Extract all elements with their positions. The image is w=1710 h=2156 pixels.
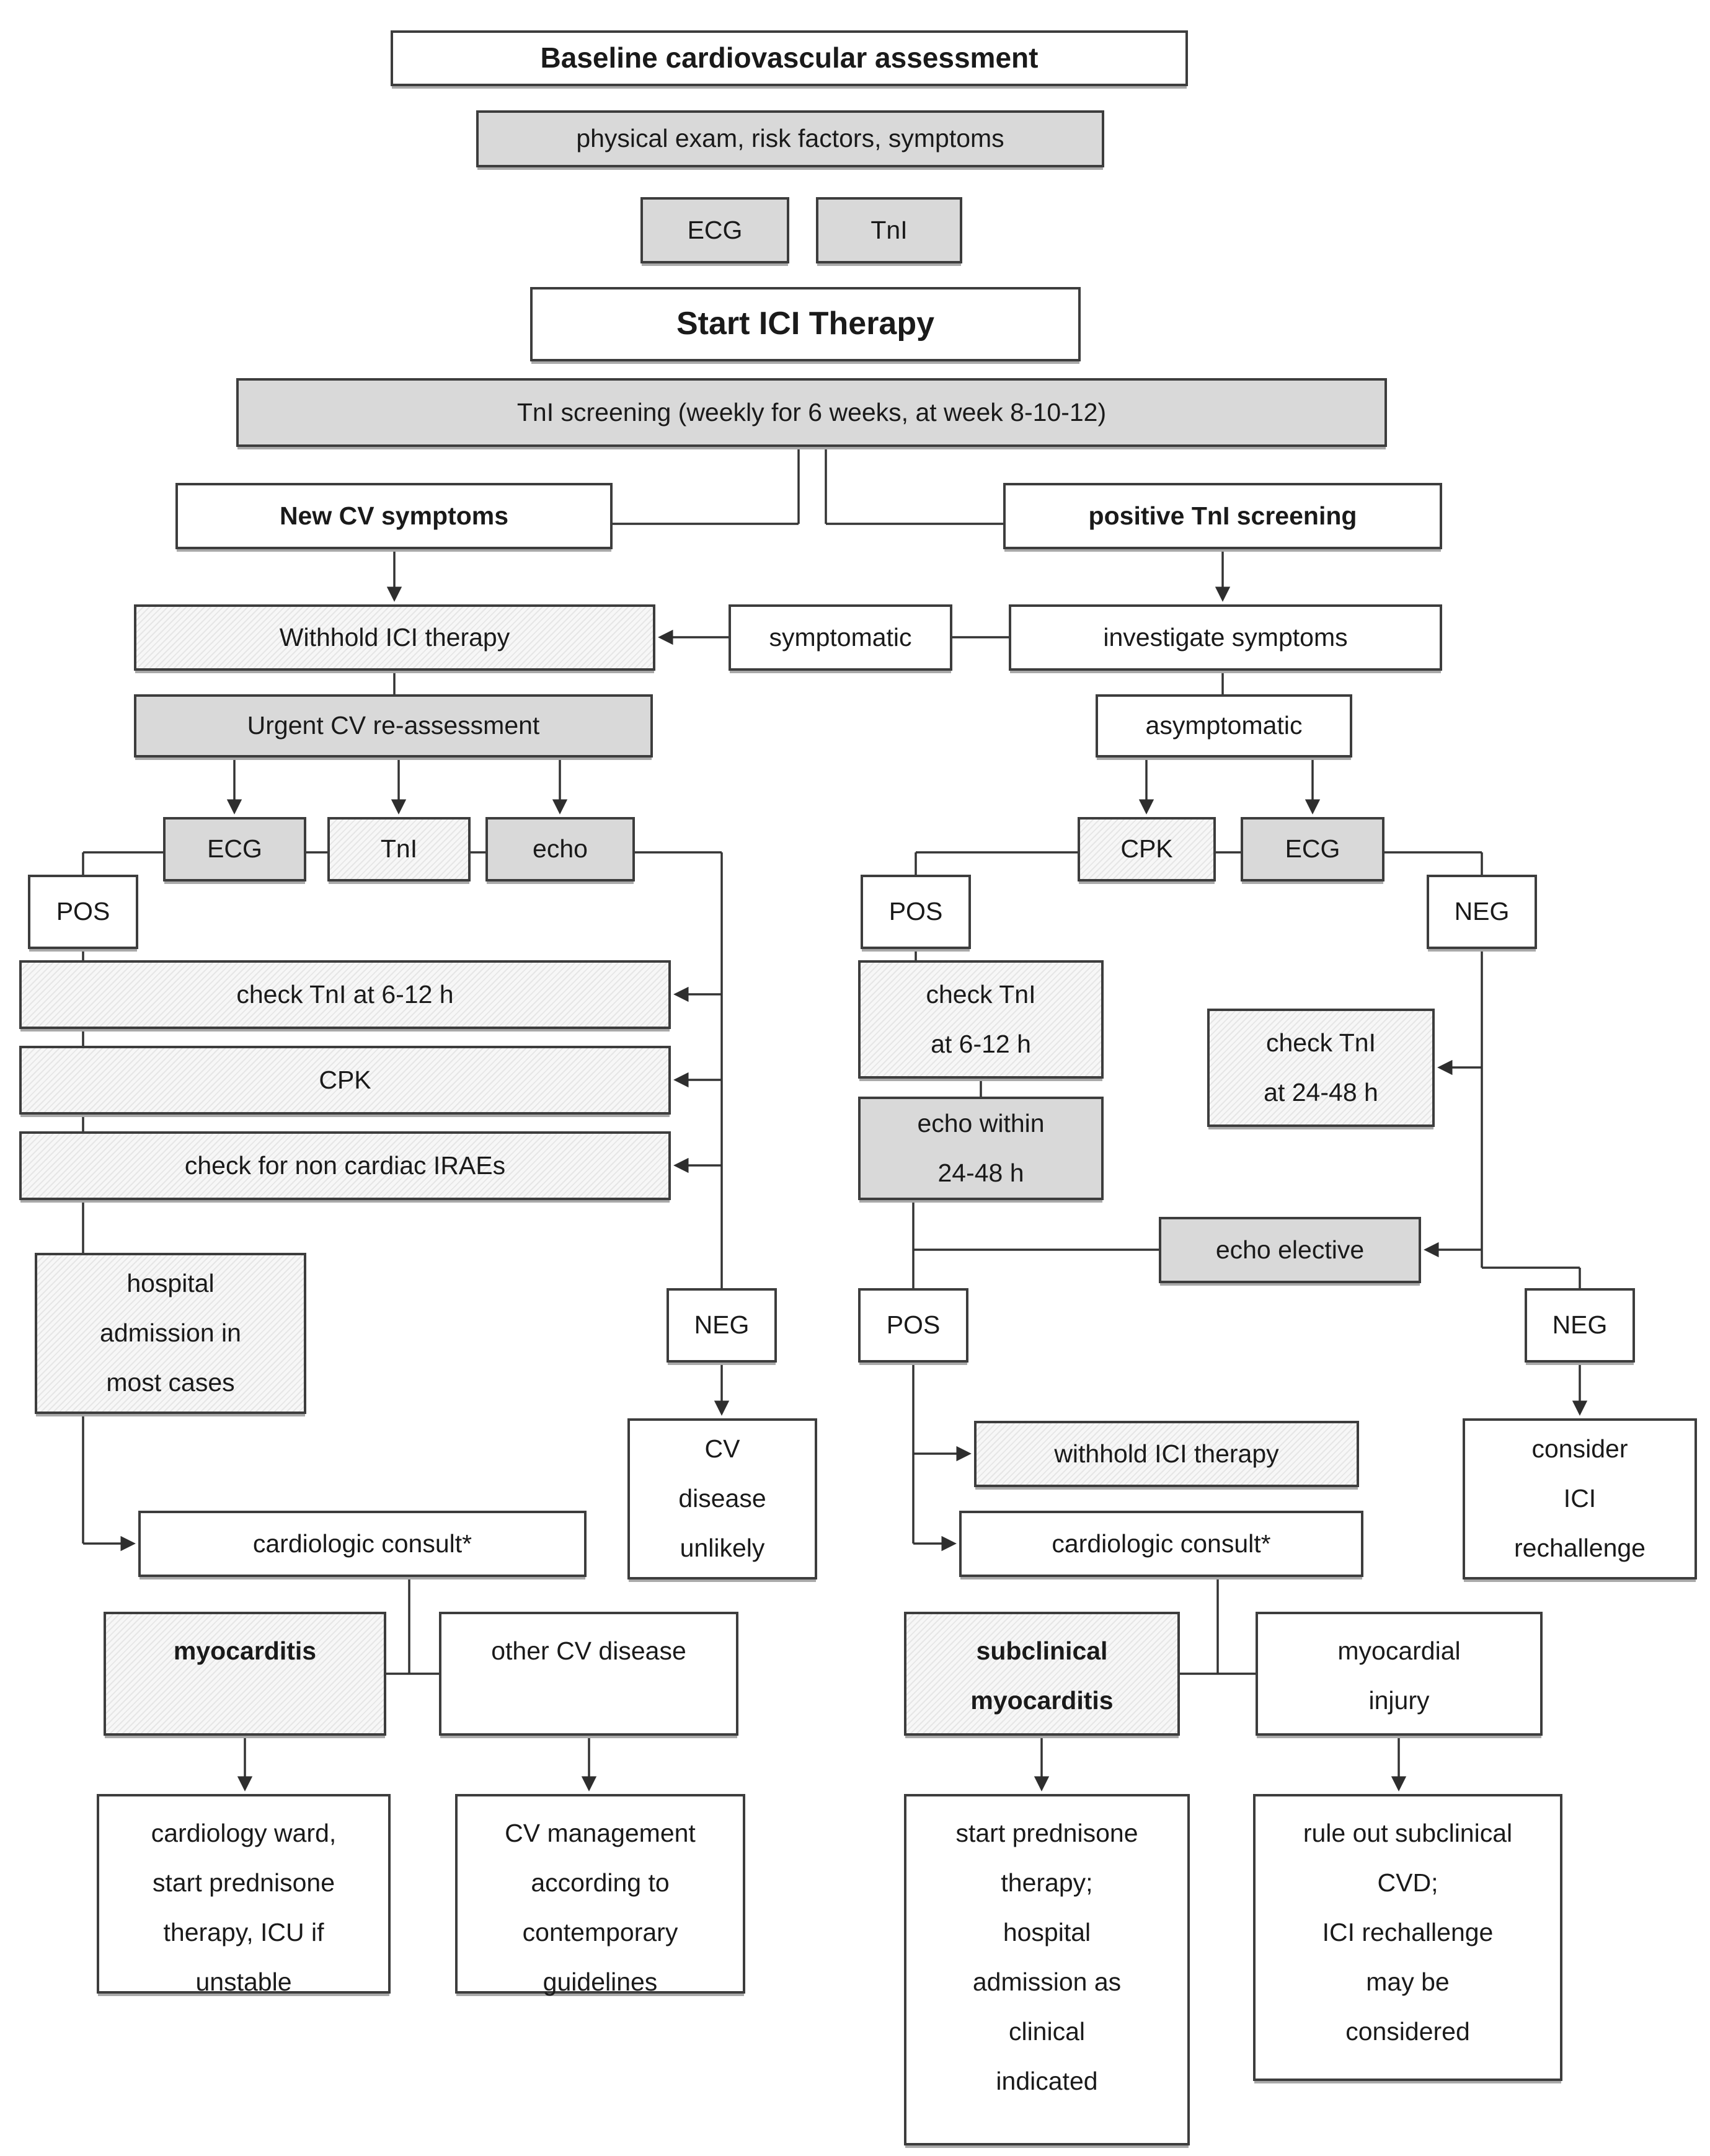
node-cpk-right: CPK	[1078, 817, 1216, 881]
node-positive-tni-screening: positive TnI screening	[1003, 483, 1442, 549]
node-urgent-cv-reassessment: Urgent CV re-assessment	[134, 694, 653, 758]
node-start-ici-therapy: Start ICI Therapy	[530, 287, 1081, 361]
node-ecg-left: ECG	[163, 817, 306, 881]
node-asymptomatic: asymptomatic	[1096, 694, 1352, 758]
node-pos-left: POS	[28, 875, 138, 949]
node-cardiology-ward: cardiology ward, start prednisone therap…	[97, 1794, 391, 1996]
node-new-cv-symptoms: New CV symptoms	[175, 483, 613, 549]
node-withhold-ici-therapy-right: withhold ICI therapy	[974, 1421, 1359, 1487]
node-ecg-right: ECG	[1241, 817, 1384, 881]
node-subclinical-myocarditis: subclinical myocarditis	[904, 1612, 1180, 1736]
node-physical-exam: physical exam, risk factors, symptoms	[476, 110, 1104, 167]
node-pos-lower: POS	[858, 1288, 968, 1363]
node-withhold-ici-therapy-left: Withhold ICI therapy	[134, 604, 655, 671]
node-consider-ici-rechallenge: consider ICI rechallenge	[1463, 1418, 1697, 1579]
node-other-cv-disease: other CV disease	[439, 1612, 738, 1736]
node-check-tni-6-12h-mid: check TnI at 6-12 h	[858, 960, 1104, 1079]
node-cv-management-guidelines: CV management according to contemporary …	[455, 1794, 745, 1996]
node-echo-within-24-48h: echo within 24-48 h	[858, 1097, 1104, 1200]
node-investigate-symptoms: investigate symptoms	[1009, 604, 1442, 671]
node-baseline-assessment: Baseline cardiovascular assessment	[391, 30, 1188, 86]
node-neg-left-mid: NEG	[667, 1288, 777, 1363]
node-check-tni-24-48h: check TnI at 24-48 h	[1207, 1009, 1435, 1127]
node-neg-right-lower: NEG	[1525, 1288, 1635, 1363]
node-cardiologic-consult-left: cardiologic consult*	[138, 1511, 587, 1577]
node-rule-out-subclinical-cvd: rule out subclinical CVD; ICI rechalleng…	[1253, 1794, 1562, 2081]
node-myocardial-injury: myocardial injury	[1256, 1612, 1543, 1736]
node-myocarditis: myocarditis	[104, 1612, 386, 1736]
node-tni-left: TnI	[327, 817, 471, 881]
node-ecg-baseline: ECG	[640, 197, 789, 263]
node-echo-left: echo	[485, 817, 635, 881]
node-echo-elective: echo elective	[1159, 1217, 1421, 1283]
node-cv-disease-unlikely: CV disease unlikely	[627, 1418, 817, 1579]
node-tni-baseline: TnI	[816, 197, 962, 263]
node-cardiologic-consult-right: cardiologic consult*	[959, 1511, 1363, 1577]
node-neg-right-top: NEG	[1427, 875, 1537, 949]
node-check-tni-6-12h-left: check TnI at 6-12 h	[19, 960, 671, 1029]
node-check-non-cardiac-iraes: check for non cardiac IRAEs	[19, 1131, 671, 1200]
node-pos-mid: POS	[861, 875, 971, 949]
node-hospital-admission: hospital admission in most cases	[35, 1253, 306, 1414]
node-start-prednisone: start prednisone therapy; hospital admis…	[904, 1794, 1190, 2145]
node-symptomatic: symptomatic	[729, 604, 952, 671]
node-tni-screening: TnI screening (weekly for 6 weeks, at we…	[236, 378, 1387, 447]
node-cpk-wide: CPK	[19, 1046, 671, 1115]
